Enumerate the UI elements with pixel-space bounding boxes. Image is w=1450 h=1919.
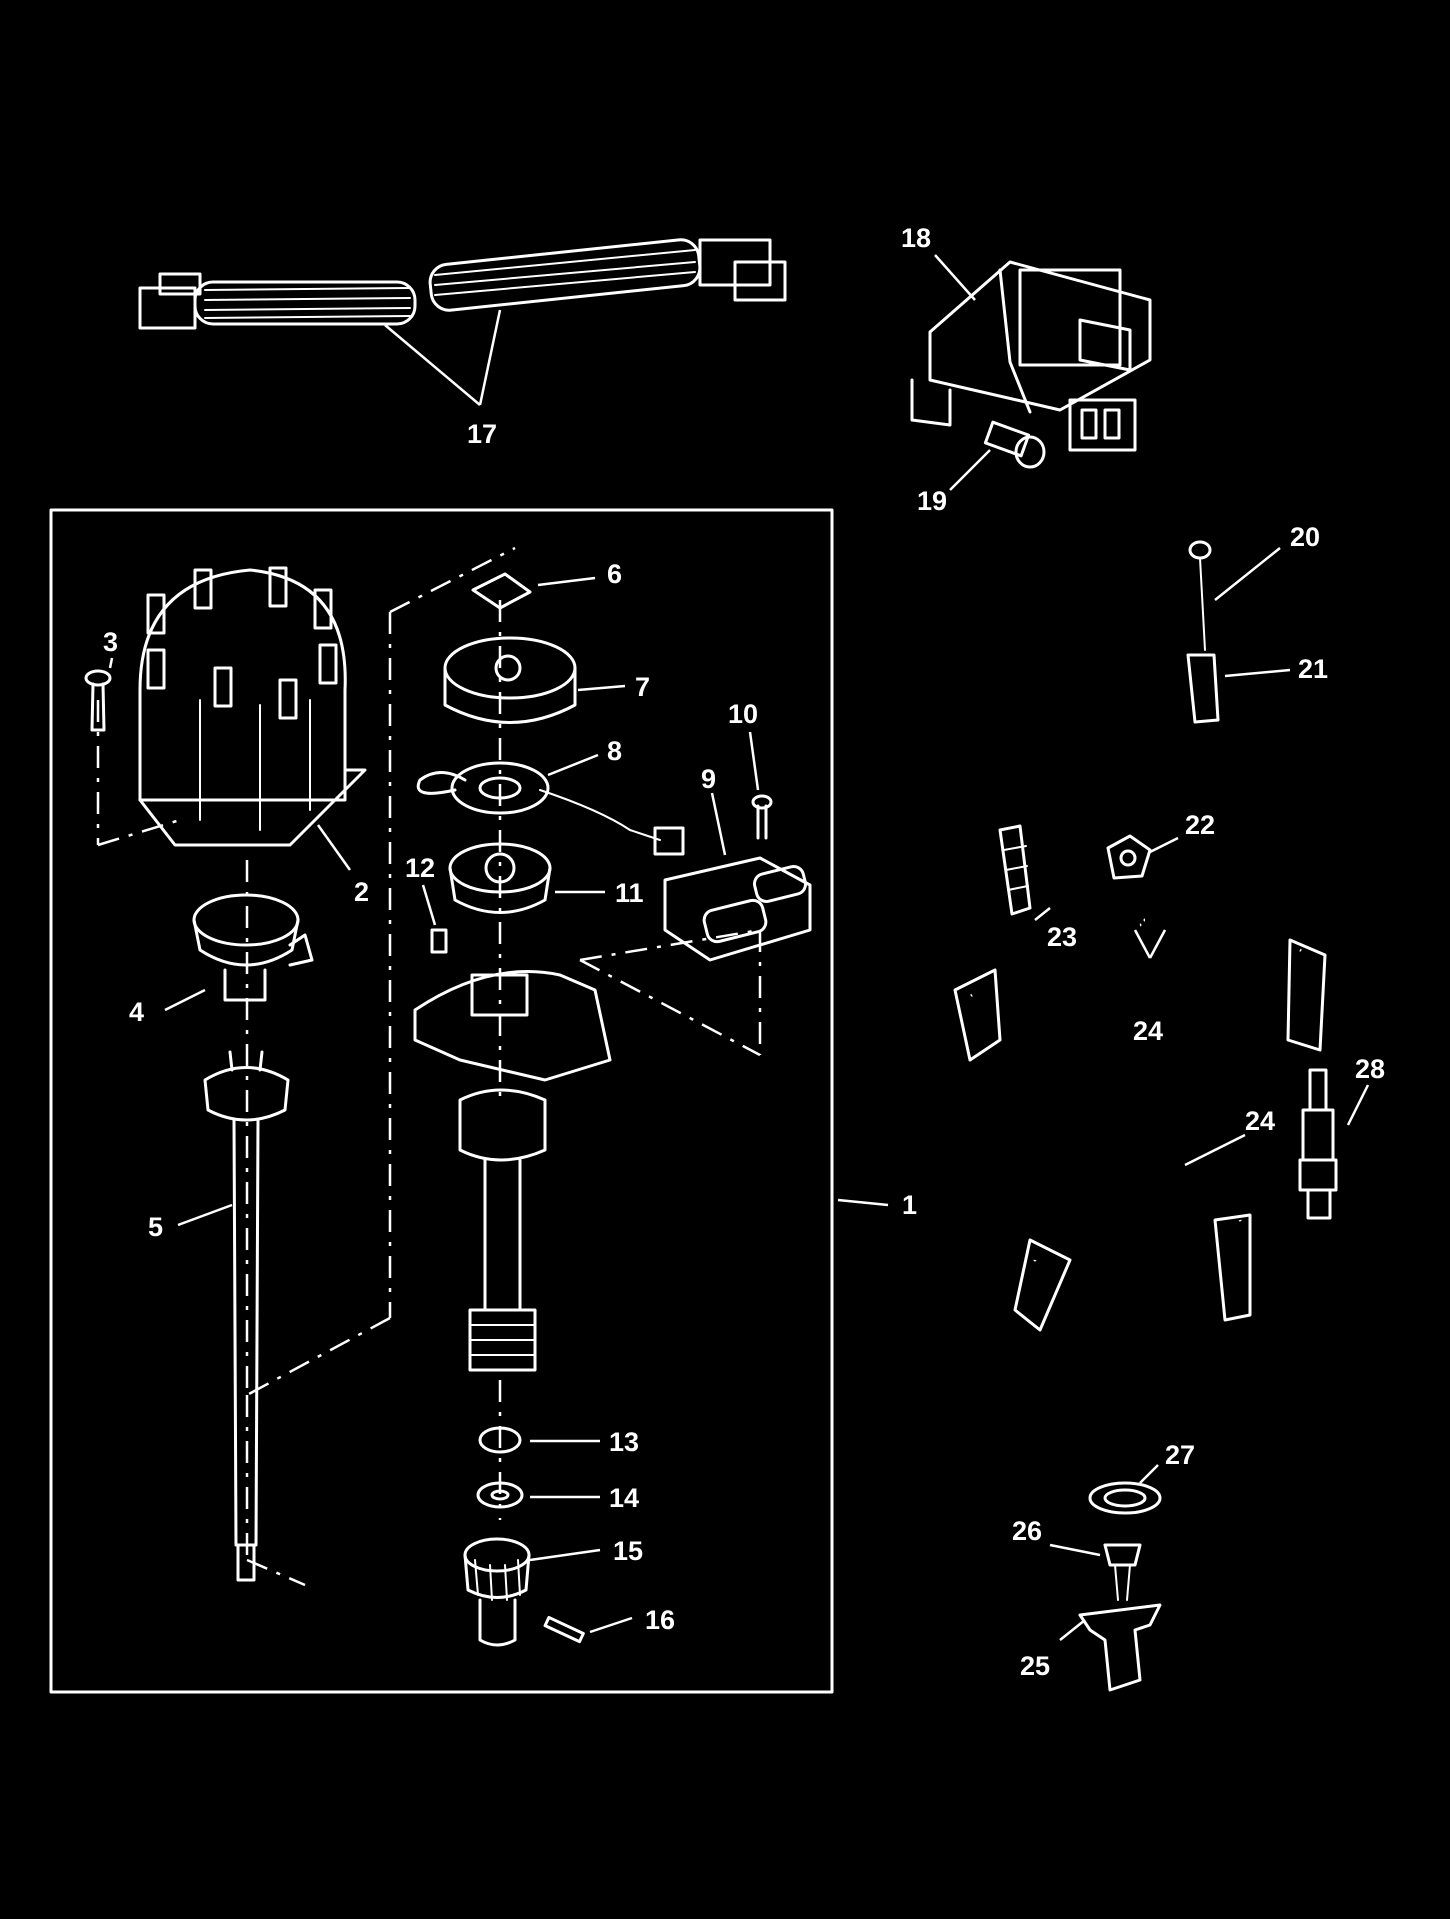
label-25: 25	[1020, 1651, 1050, 1681]
mounting-hardware-parts	[1078, 1481, 1162, 1692]
terminal-and-boot-parts	[1186, 540, 1220, 724]
label-4: 4	[129, 997, 144, 1027]
label-19: 19	[917, 486, 947, 516]
distributor-shaft-part	[203, 1050, 290, 1582]
spark-plug-wire-parts	[953, 916, 1327, 1332]
cap-screw-part	[84, 669, 112, 732]
housing-ring-part	[192, 893, 314, 1002]
distributor-cap-part	[138, 566, 367, 847]
roll-pin-part	[543, 1615, 585, 1644]
part-labels: 1 2 3 4 5 6 7 8 9 10 11 12 13 14 15 16 1…	[103, 223, 1385, 1681]
label-2: 2	[354, 877, 369, 907]
pin-part	[430, 928, 448, 954]
ignition-module-part	[663, 856, 812, 962]
retainer-clip-parts	[998, 824, 1152, 916]
label-15: 15	[613, 1536, 643, 1566]
wiring-harness-part	[138, 238, 787, 330]
distributor-housing-part	[413, 970, 612, 1372]
label-13: 13	[609, 1427, 639, 1457]
label-20: 20	[1290, 522, 1320, 552]
drive-gear-part	[463, 1537, 531, 1647]
leader-lines	[108, 254, 1370, 1641]
module-screw-part	[751, 794, 773, 840]
label-21: 21	[1298, 654, 1328, 684]
thrust-washer-part	[478, 1426, 522, 1454]
label-22: 22	[1185, 810, 1215, 840]
label-7: 7	[635, 672, 650, 702]
label-16: 16	[645, 1605, 675, 1635]
label-17: 17	[467, 419, 497, 449]
label-12: 12	[405, 853, 435, 883]
label-6: 6	[607, 559, 622, 589]
label-1: 1	[902, 1190, 917, 1220]
ignition-coil-part	[910, 260, 1152, 452]
assembly-frame	[49, 508, 834, 1694]
label-23: 23	[1047, 922, 1077, 952]
label-9: 9	[701, 764, 716, 794]
label-10: 10	[728, 699, 758, 729]
label-11: 11	[615, 878, 644, 908]
label-27: 27	[1165, 1440, 1195, 1470]
label-3: 3	[103, 627, 118, 657]
label-8: 8	[607, 736, 622, 766]
label-18: 18	[901, 223, 931, 253]
gasket-part	[471, 572, 532, 610]
pole-piece-part	[448, 842, 552, 914]
label-26: 26	[1012, 1516, 1042, 1546]
spacer-washer-part	[476, 1481, 524, 1509]
label-24-lower: 24	[1245, 1106, 1275, 1136]
cup-part	[443, 636, 577, 724]
alignment-lines	[96, 546, 762, 1587]
pickup-coil-part	[416, 761, 685, 856]
label-28: 28	[1355, 1054, 1385, 1084]
label-24-upper: 24	[1133, 1016, 1163, 1046]
label-5: 5	[148, 1212, 163, 1242]
spark-plug-part	[1298, 1068, 1338, 1220]
coil-bolt-part	[983, 420, 1046, 469]
label-14: 14	[609, 1483, 639, 1513]
